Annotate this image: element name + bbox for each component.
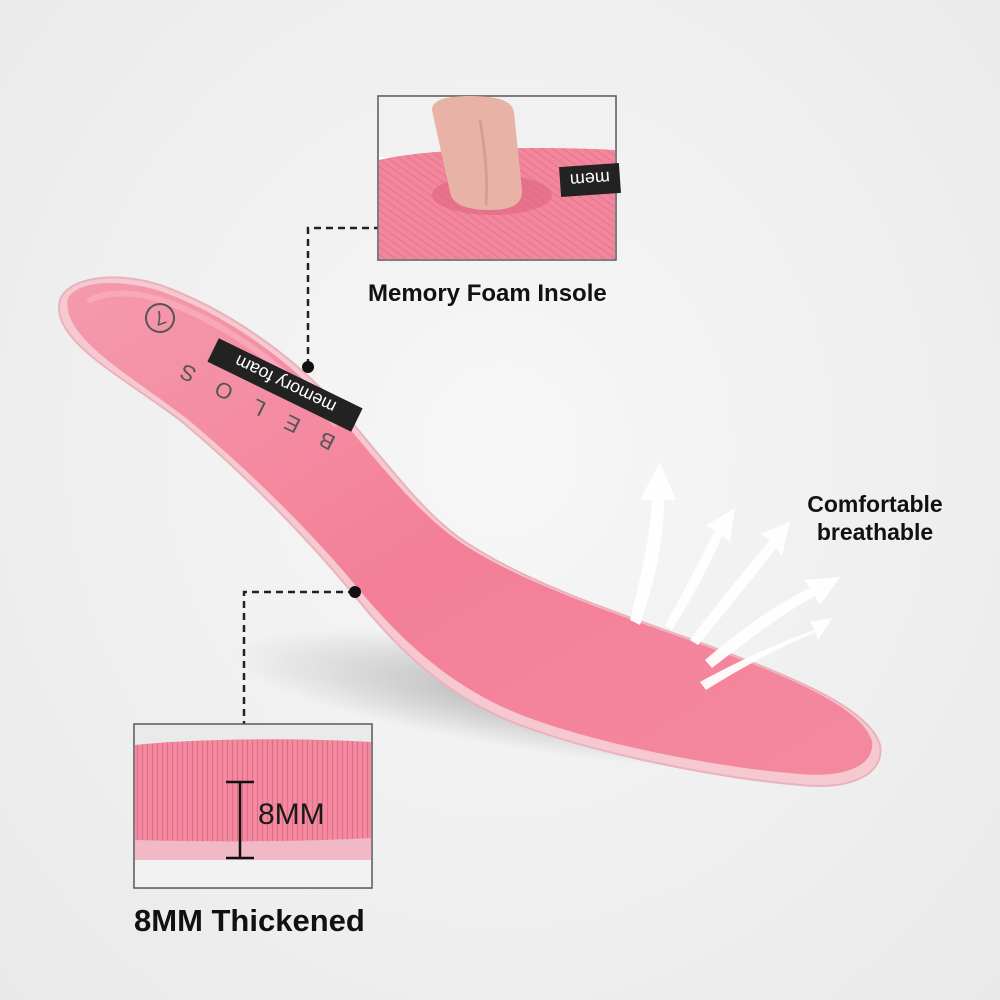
finger-image (432, 96, 523, 210)
inset-tag-text: mem (569, 168, 610, 191)
arrow-icon (700, 618, 832, 690)
arrow-icon (690, 522, 790, 645)
thickness-inset (133, 723, 373, 889)
arrow-icon (665, 508, 735, 630)
comfortable-line-2: breathable (816, 519, 934, 545)
thickened-leader (242, 590, 355, 724)
thickened-dot (349, 586, 361, 598)
memory-foam-caption: Memory Foam Insole (368, 280, 607, 307)
thickness-value: 8MM (258, 798, 325, 831)
breathable-arrows (630, 462, 840, 690)
insole-top (67, 283, 873, 775)
comfortable-line-1: Comfortable (807, 491, 943, 517)
arrow-icon (630, 462, 676, 625)
memory-foam-dot (302, 361, 314, 373)
thickened-caption: 8MM Thickened (134, 903, 365, 938)
memory-foam-inset: mem (377, 95, 621, 261)
leader-lines (242, 226, 378, 724)
arrow-icon (705, 577, 840, 668)
memory-foam-leader (306, 226, 378, 366)
comfortable-caption: Comfortable breathable (760, 490, 990, 546)
